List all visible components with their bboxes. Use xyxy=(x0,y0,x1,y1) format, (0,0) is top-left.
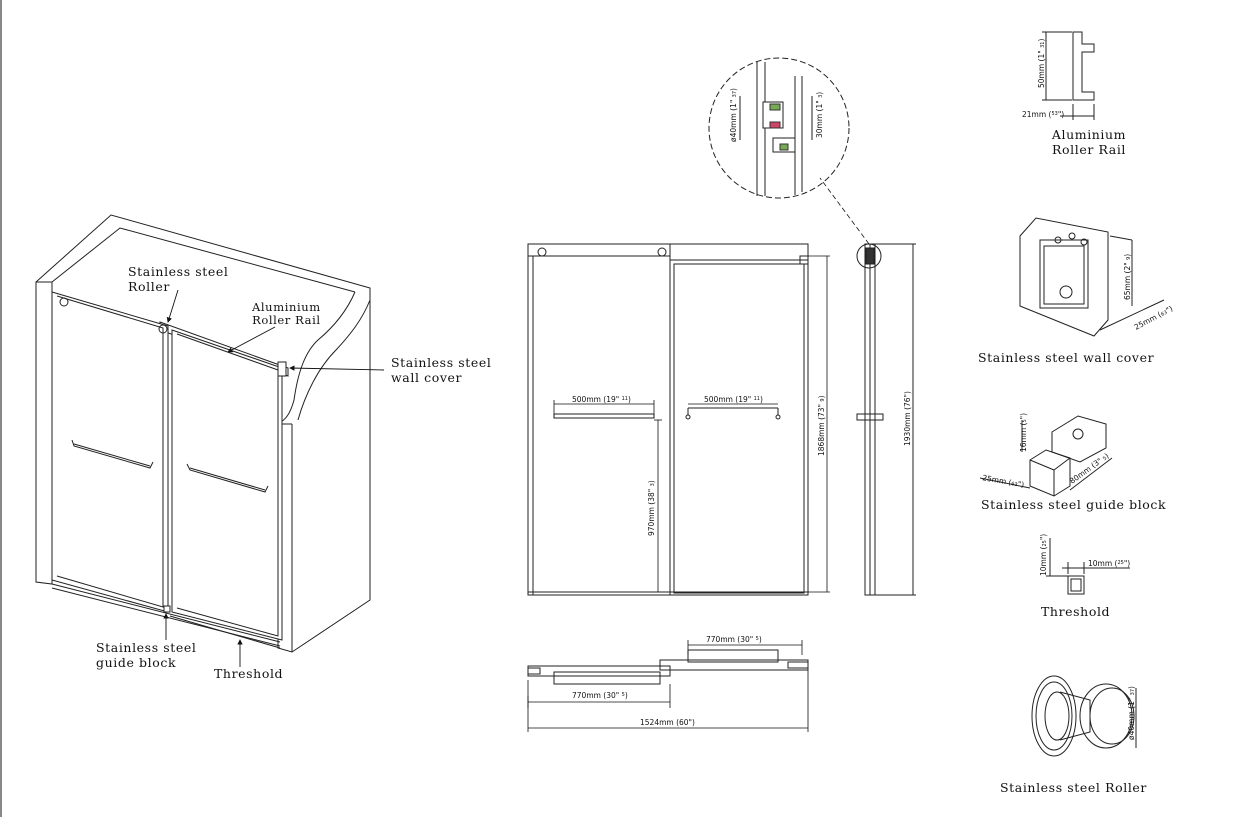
label-iso-threshold: Threshold xyxy=(214,666,284,681)
dim-total-height: 1930mm (76") xyxy=(903,391,912,446)
label-part-threshold: Threshold xyxy=(1041,604,1111,619)
dim-rail-height: 50mm (1" 31) xyxy=(1037,39,1046,88)
dim-cover-depth: 25mm (63") xyxy=(1133,304,1175,332)
dim-detail-roller: ø40mm (1" 37) xyxy=(729,88,738,142)
dim-door-height: 1868mm (73" 9) xyxy=(817,395,826,456)
roller-drawing xyxy=(1031,675,1137,757)
dim-guide-height: 16mm (5") xyxy=(1019,413,1028,452)
guide-block-drawing xyxy=(979,415,1113,497)
dim-detail-offset: 30mm (1" 3) xyxy=(815,92,824,138)
dim-plan-bottom: 770mm (30" 5) xyxy=(572,691,628,700)
label-part-guide-block: Stainless steel guide block xyxy=(981,497,1167,512)
dim-handle-height: 970mm (38" 3) xyxy=(647,480,656,536)
dim-plan-top: 770mm (30" 5) xyxy=(706,635,762,644)
rail-profile-drawing xyxy=(1042,31,1095,120)
label-part-roller: Stainless steel Roller xyxy=(1000,780,1147,795)
dim-cover-height: 65mm (2" 9) xyxy=(1123,254,1132,300)
dim-rail-width: 21mm (53") xyxy=(1022,110,1064,119)
dim-guide-width: 25mm (63") xyxy=(982,473,1025,489)
dim-threshold-width: 10mm (25") xyxy=(1088,559,1130,568)
side-elevation xyxy=(856,243,916,596)
dim-plan-total: 1524mm (60") xyxy=(640,718,695,727)
dim-handle-left: 500mm (19" 11) xyxy=(572,395,631,404)
label-part-wall-cover: Stainless steel wall cover xyxy=(978,350,1155,365)
isometric-enclosure xyxy=(35,214,371,653)
wall-cover-drawing xyxy=(1019,217,1165,337)
dim-threshold-height: 10mm (25") xyxy=(1039,534,1048,576)
roller-detail-view xyxy=(708,57,850,199)
dim-handle-right: 500mm (19" 11) xyxy=(704,395,763,404)
front-elevation xyxy=(527,243,809,596)
plan-view xyxy=(527,649,809,685)
dim-guide-length: 80mm (3" 5) xyxy=(1068,451,1111,485)
dim-roller-diameter: ø40mm (1" 37) xyxy=(1127,686,1136,740)
threshold-drawing xyxy=(1046,538,1130,595)
